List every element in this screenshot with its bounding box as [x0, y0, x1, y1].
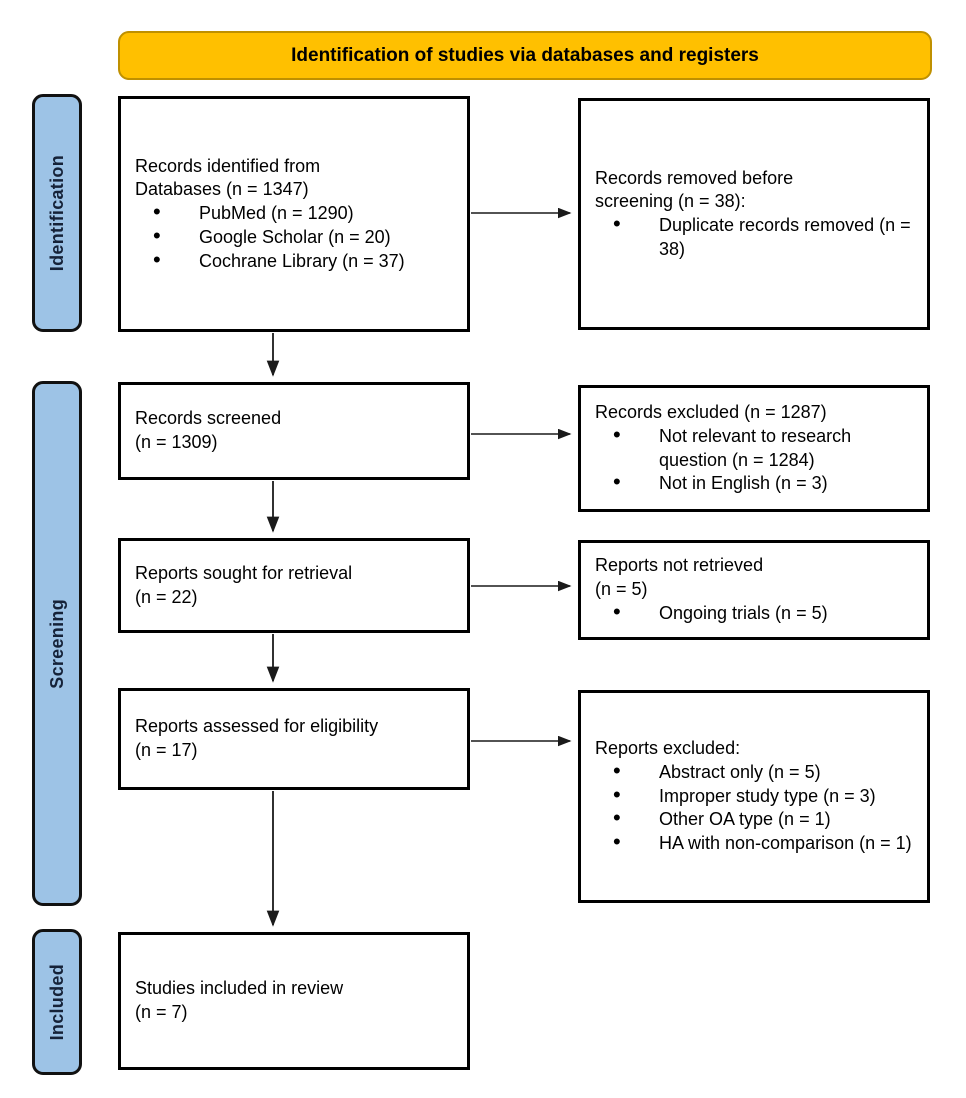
bullet-item: PubMed (n = 1290) [135, 200, 457, 226]
box-reports-excluded-heading: Reports excluded: [595, 738, 741, 759]
bullet-item: Ongoing trials (n = 5) [595, 600, 917, 626]
stage-label-screening: Screening [46, 598, 67, 689]
box-reports-not-retrieved-heading: Reports not retrieved (n = 5) [595, 555, 764, 600]
box-reports-sought-heading: Reports sought for retrieval (n = 22) [135, 562, 353, 607]
box-reports-sought: Reports sought for retrieval (n = 22) [118, 538, 470, 633]
box-reports-not-retrieved: Reports not retrieved (n = 5) Ongoing tr… [578, 540, 930, 640]
box-records-identified-heading: Records identified from Databases (n = 1… [135, 155, 321, 200]
bullet-item: HA with non-comparison (n = 1) [595, 830, 917, 856]
bullet-item: Improper study type (n = 3) [595, 783, 917, 809]
box-records-removed: Records removed before screening (n = 38… [578, 98, 930, 330]
box-reports-assessed-heading: Reports assessed for eligibility (n = 17… [135, 716, 379, 760]
bullet-item: Cochrane Library (n = 37) [135, 248, 457, 274]
box-records-screened-heading: Records screened (n = 1309) [135, 408, 282, 452]
box-studies-included: Studies included in review (n = 7) [118, 932, 470, 1070]
bullet-item: Duplicate records removed (n = 38) [595, 212, 917, 262]
stage-bar-identification: Identification [32, 94, 82, 332]
box-records-screened: Records screened (n = 1309) [118, 382, 470, 480]
box-reports-excluded: Reports excluded: Abstract only (n = 5)I… [578, 690, 930, 903]
stage-label-included: Included [46, 963, 67, 1041]
stage-bar-included: Included [32, 929, 82, 1075]
box-records-removed-bullets: Duplicate records removed (n = 38) [595, 212, 917, 262]
diagram-title: Identification of studies via databases … [291, 44, 759, 66]
box-records-identified: Records identified from Databases (n = 1… [118, 96, 470, 332]
stage-bar-screening: Screening [32, 381, 82, 906]
stage-label-identification: Identification [46, 154, 67, 272]
box-reports-assessed: Reports assessed for eligibility (n = 17… [118, 688, 470, 790]
bullet-item: Abstract only (n = 5) [595, 759, 917, 785]
diagram-title-banner: Identification of studies via databases … [118, 31, 932, 80]
bullet-item: Not in English (n = 3) [595, 470, 917, 496]
box-records-excluded: Records excluded (n = 1287) Not relevant… [578, 385, 930, 512]
box-records-removed-heading: Records removed before screening (n = 38… [595, 167, 794, 212]
box-records-identified-bullets: PubMed (n = 1290)Google Scholar (n = 20)… [135, 200, 457, 274]
bullet-item: Other OA type (n = 1) [595, 806, 917, 832]
bullet-item: Google Scholar (n = 20) [135, 224, 457, 250]
bullet-item: Not relevant to research question (n = 1… [595, 423, 917, 473]
box-studies-included-heading: Studies included in review (n = 7) [135, 978, 344, 1022]
box-records-excluded-heading: Records excluded (n = 1287) [595, 402, 827, 422]
box-records-excluded-bullets: Not relevant to research question (n = 1… [595, 423, 917, 496]
box-reports-not-retrieved-bullets: Ongoing trials (n = 5) [595, 600, 917, 626]
box-reports-excluded-bullets: Abstract only (n = 5)Improper study type… [595, 759, 917, 856]
